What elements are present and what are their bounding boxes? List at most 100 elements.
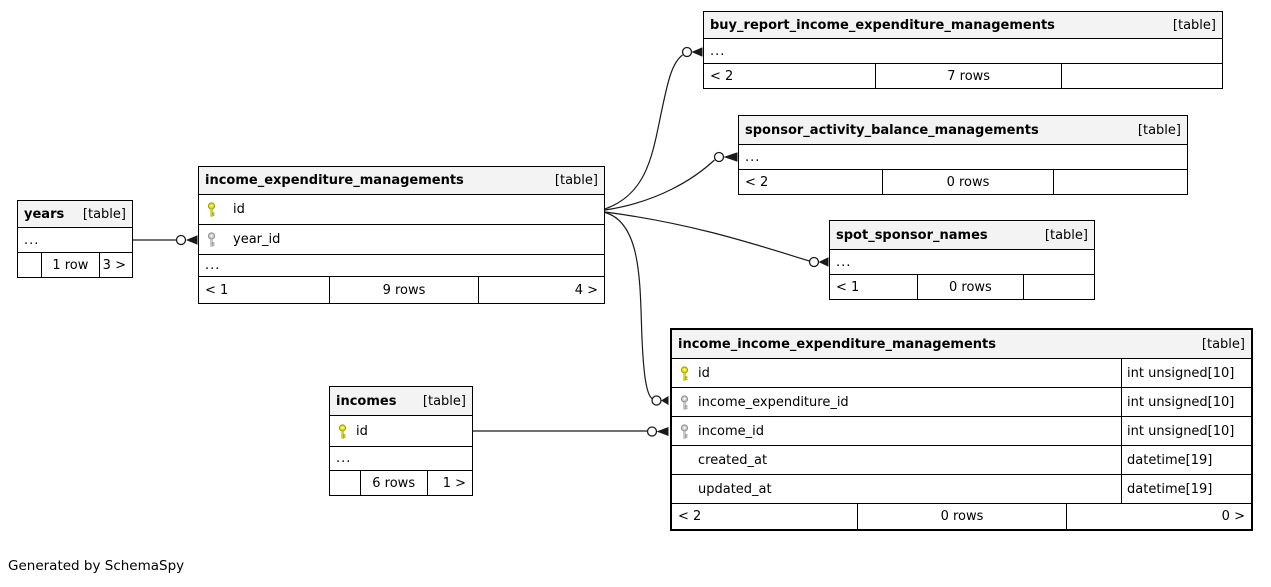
- column-name: id: [233, 202, 245, 217]
- column-row-id: id: [199, 194, 604, 224]
- primary-key-icon: [338, 423, 347, 439]
- arrowhead-icon: [656, 427, 669, 436]
- table-name: income_income_expenditure_managements: [678, 336, 996, 352]
- footer-row-count: 7 rows: [874, 64, 1061, 88]
- column-row-created_at: created_at datetime[19]: [672, 445, 1251, 474]
- primary-key-icon: [680, 365, 689, 381]
- footer-parent-count: < 2: [710, 68, 734, 84]
- table-footer: < 1 0 rows: [830, 274, 1094, 299]
- column-name: id: [698, 365, 710, 381]
- footer-child-count: 1 >: [426, 471, 472, 495]
- zero-or-one-circle: [175, 234, 187, 246]
- table-sponsor_activity_balance_managements[interactable]: sponsor_activity_balance_managements [tab…: [738, 115, 1188, 195]
- table-header: years[table]: [18, 201, 132, 227]
- table-header: incomes [table]: [330, 387, 472, 415]
- table-type-tag: [table]: [1201, 336, 1245, 352]
- relationship-iem-id-to-buy_report: [604, 46, 703, 210]
- footer-child-count: [1022, 275, 1094, 299]
- hidden-columns-ellipsis: ...: [704, 38, 1222, 63]
- table-name: years: [24, 206, 65, 222]
- table-name: buy_report_income_expenditure_management…: [710, 17, 1055, 33]
- footer-row-count: 6 rows: [359, 471, 427, 495]
- footer-parent-count: < 2: [745, 174, 769, 190]
- footer-child-count: [1061, 64, 1222, 88]
- column-name: updated_at: [698, 481, 772, 497]
- footer-row-count: 0 rows: [917, 275, 1023, 299]
- table-header: income_expenditure_managements[table]: [199, 167, 604, 194]
- table-income_expenditure_managements[interactable]: income_expenditure_managements[table]id y…: [198, 166, 605, 304]
- footer-parent-count: < 1: [205, 282, 229, 298]
- column-name: created_at: [698, 452, 768, 468]
- footer-parent-count: < 2: [678, 509, 702, 524]
- column-type: int unsigned[10]: [1121, 388, 1251, 416]
- foreign-key-icon: [680, 423, 689, 439]
- zero-or-one-circle: [808, 256, 820, 268]
- table-type-tag: [table]: [1172, 17, 1216, 33]
- column-row-id: id int unsigned[10]: [672, 358, 1251, 387]
- table-header: buy_report_income_expenditure_management…: [704, 12, 1222, 38]
- table-income_income_expenditure_managements[interactable]: income_income_expenditure_managements [ta…: [670, 328, 1253, 531]
- footer-child-count: 0 >: [1065, 504, 1251, 529]
- footer-child-count: [1052, 170, 1187, 194]
- arrowhead-icon: [723, 152, 738, 162]
- column-type: int unsigned[10]: [1121, 359, 1251, 387]
- relationship-line: [604, 54, 683, 210]
- column-name: income_id: [698, 423, 764, 439]
- footer-parent-count: < 1: [836, 279, 860, 295]
- foreign-key-icon: [207, 232, 216, 247]
- relationship-iem-id-to-iiem-income_expenditure_id: [604, 211, 669, 406]
- footer-parent-count: [330, 471, 360, 495]
- arrowhead-icon: [661, 396, 669, 405]
- column-type: datetime[19]: [1121, 475, 1251, 503]
- table-header: spot_sponsor_names[table]: [830, 221, 1094, 249]
- footer-row-count: 0 rows: [882, 170, 1052, 194]
- table-type-tag: [table]: [422, 393, 466, 409]
- zero-or-one-circle: [651, 395, 662, 406]
- footer-row-count: 9 rows: [328, 277, 479, 303]
- table-type-tag: [table]: [554, 173, 598, 188]
- column-type: datetime[19]: [1121, 446, 1251, 474]
- primary-key-icon: [207, 202, 216, 217]
- table-type-tag: [table]: [1137, 122, 1181, 138]
- column-type: int unsigned[10]: [1121, 417, 1251, 445]
- relationship-years-to-income_expenditure_managements-year_id: [133, 234, 198, 246]
- relationship-iem-id-to-spot_sponsor_names: [604, 211, 829, 268]
- hidden-columns-ellipsis: ...: [330, 446, 472, 470]
- footer-row-count: 0 rows: [857, 504, 1065, 529]
- hidden-columns-ellipsis: ...: [199, 254, 604, 276]
- table-footer: < 2 0 rows: [739, 169, 1187, 194]
- arrowhead-icon: [691, 47, 703, 57]
- zero-or-one-circle: [646, 426, 658, 437]
- table-buy_report_income_expenditure_managements[interactable]: buy_report_income_expenditure_management…: [703, 11, 1223, 89]
- table-name: spot_sponsor_names: [836, 227, 988, 243]
- relationship-line: [604, 211, 653, 399]
- column-row-year_id: year_id: [199, 224, 604, 254]
- zero-or-one-circle: [681, 46, 693, 58]
- column-name: id: [356, 423, 368, 439]
- footer-child-count: 3 >: [98, 253, 132, 277]
- table-header: sponsor_activity_balance_managements [tab…: [739, 116, 1187, 144]
- column-name: year_id: [233, 232, 281, 247]
- footer-parent-count: [18, 253, 41, 277]
- relationship-line: [604, 159, 715, 211]
- footer-child-count: 4 >: [478, 277, 604, 303]
- arrowhead-icon: [186, 235, 198, 245]
- generator-note: Generated by SchemaSpy: [8, 558, 185, 574]
- footer-row-count: 1 row: [40, 253, 99, 277]
- table-footer: < 2 7 rows: [704, 63, 1222, 88]
- column-row-id: id: [330, 415, 472, 446]
- table-name: incomes: [336, 393, 397, 409]
- table-name: sponsor_activity_balance_managements: [745, 122, 1039, 138]
- arrowhead-icon: [818, 257, 829, 267]
- zero-or-one-circle: [713, 151, 725, 163]
